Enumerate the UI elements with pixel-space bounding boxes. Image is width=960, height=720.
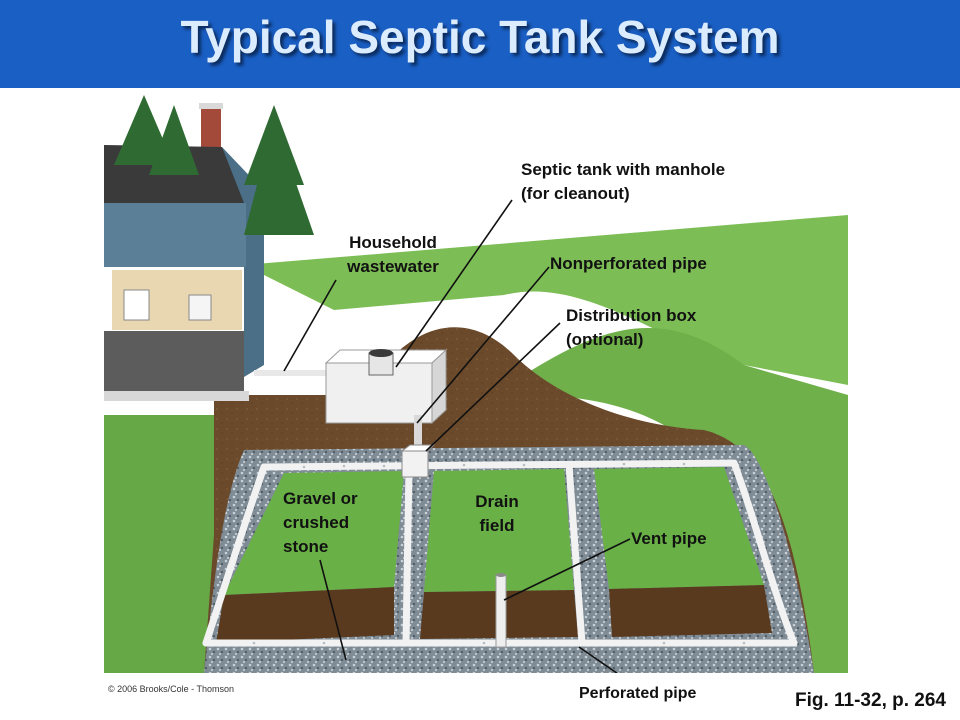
figure-reference: Fig. 11-32, p. 264 [794, 690, 946, 711]
label-household-line2: wastewater [347, 257, 439, 276]
right-grass [524, 327, 848, 673]
label-septic-tank-line1: Septic tank with manhole [521, 160, 726, 179]
label-drain-field-line2: field [479, 516, 515, 535]
label-household-line1: Household [349, 233, 437, 252]
mound-right-side [609, 585, 772, 637]
label-nonperforated-pipe: Nonperforated pipe [550, 254, 707, 273]
slide-title: Typical Septic Tank System [180, 11, 780, 63]
perforation-dots [252, 462, 746, 645]
left-grass [104, 415, 224, 673]
distribution-box [400, 444, 436, 478]
label-perforated-pipe: Perforated pipe [579, 685, 697, 702]
leader-lines [283, 199, 631, 673]
label-drain-field-line1: Drain [475, 492, 519, 511]
title-bar [0, 0, 960, 88]
label-drain-field: Drain field [455, 490, 539, 538]
house-chimney [201, 107, 221, 152]
copyright-notice: © 2006 Brooks/Cole - Thomson [108, 684, 235, 694]
house-front [104, 203, 246, 267]
septic-system-illustration [104, 95, 848, 673]
label-septic-tank-line2: (for cleanout) [521, 184, 630, 203]
house-basement [104, 331, 244, 399]
mound-left-side [216, 587, 394, 643]
septic-tank [324, 348, 448, 425]
mound-left [224, 471, 404, 595]
mound-right [594, 467, 764, 589]
vent-pipe [495, 573, 507, 648]
label-septic-tank: Septic tank with manhole (for cleanout) [521, 158, 725, 206]
label-distribution-box: Distribution box (optional) [566, 304, 696, 352]
label-distribution-box-line2: (optional) [566, 330, 644, 349]
label-gravel-line2: crushed [283, 513, 350, 532]
label-vent-pipe: Vent pipe [631, 529, 707, 548]
label-gravel-line3: stone [283, 537, 329, 556]
label-household-wastewater: Household wastewater [330, 231, 456, 279]
label-gravel: Gravel or crushed stone [283, 487, 358, 559]
label-distribution-box-line1: Distribution box [566, 306, 697, 325]
mound-middle [424, 469, 574, 592]
trees [114, 95, 314, 235]
label-gravel-line1: Gravel or [283, 489, 358, 508]
